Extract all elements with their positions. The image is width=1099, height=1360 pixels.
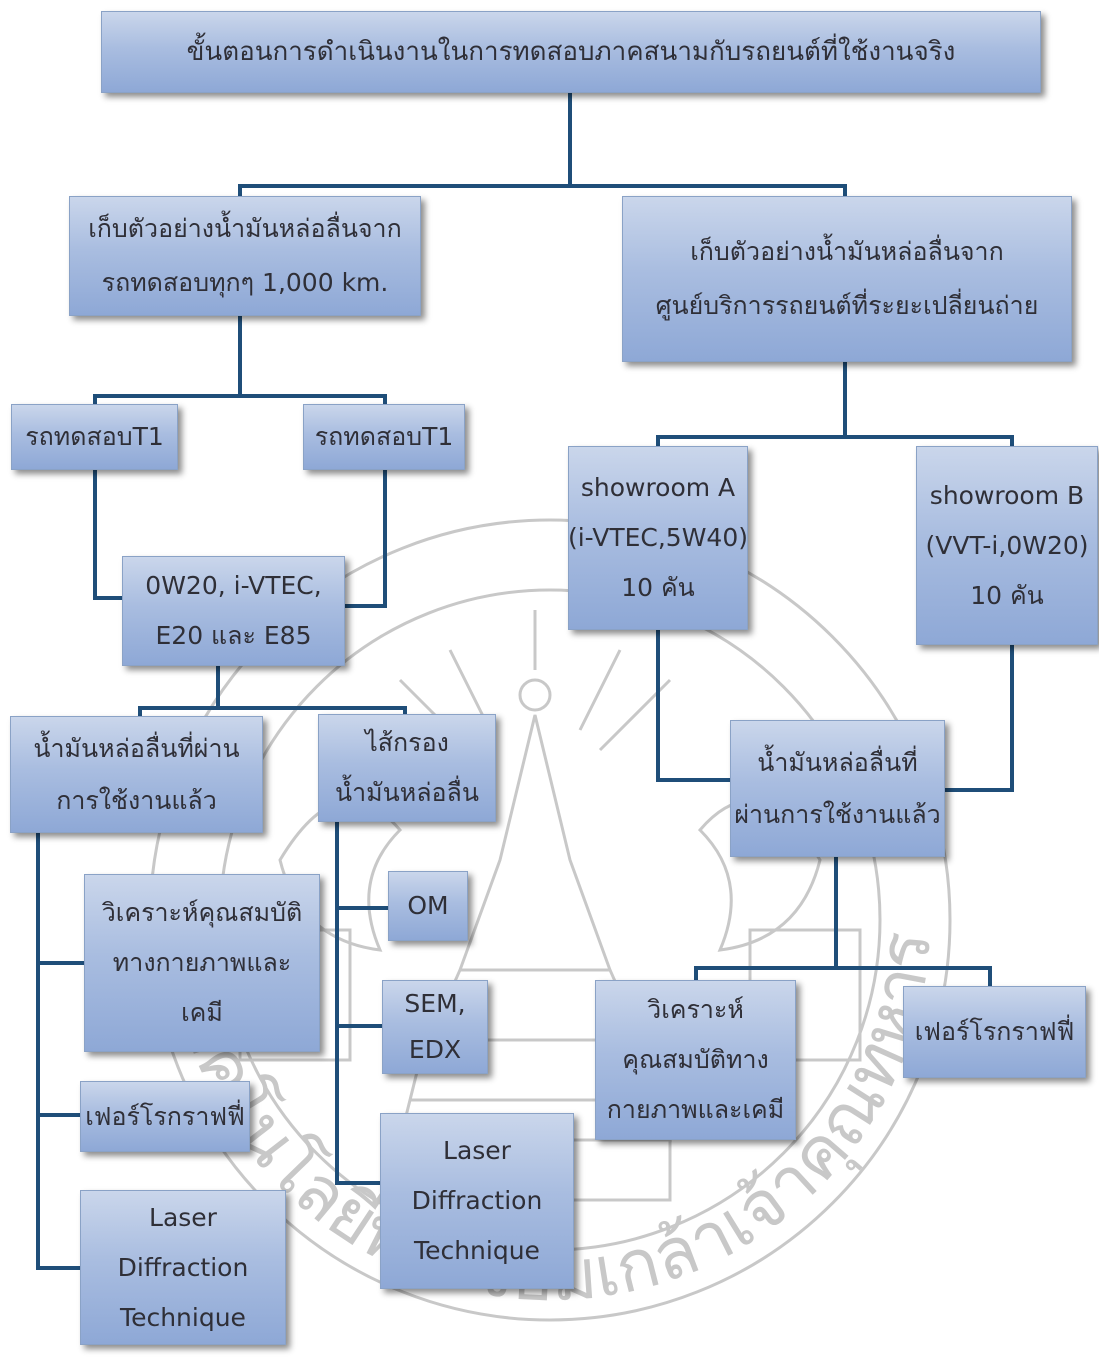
showroom-b-line-1: showroom B xyxy=(929,480,1085,510)
right-laser-line-3: Technique xyxy=(414,1236,540,1265)
process-title-box: ขั้นตอนการดำเนินงานในการทดสอบภาคสนามกับร… xyxy=(101,11,1041,93)
left-analysis-line-3: เคมี xyxy=(181,998,223,1027)
oil-spec-line-2: E20 และ E85 xyxy=(155,621,312,650)
right-branch-line-1: เก็บตัวอย่างน้ำมันหล่อลื่นจาก xyxy=(690,237,1004,266)
right-laser-box: Laser Diffraction Technique xyxy=(380,1113,574,1289)
showroom-b-line-2: (VVT-i,0W20) xyxy=(925,530,1089,560)
left-laser-line-1: Laser xyxy=(149,1202,217,1232)
test-car-right-box: รถทดสอบT1 xyxy=(303,404,465,470)
left-branch-box: เก็บตัวอย่างน้ำมันหล่อลื่นจาก รถทดสอบทุก… xyxy=(69,196,421,316)
right-analysis-line-1: วิเคราะห์ xyxy=(647,995,744,1024)
left-laser-line-2: Diffraction xyxy=(117,1252,249,1282)
left-used-oil-line-2: การใช้งานแล้ว xyxy=(56,785,217,815)
test-car-right-label: รถทดสอบT1 xyxy=(314,422,454,451)
left-ferrography-box: เฟอร์โรกราฟฟี่ xyxy=(80,1081,250,1152)
left-analysis-line-2: ทางกายภาพและ xyxy=(112,948,292,977)
left-laser-line-3: Technique xyxy=(120,1302,246,1332)
showroom-a-line-2: (i-VTEC,5W40) xyxy=(567,523,749,552)
left-analysis-box: วิเคราะห์คุณสมบัติ ทางกายภาพและ เคมี xyxy=(84,874,320,1052)
right-ferrography-label: เฟอร์โรกราฟฟี่ xyxy=(914,1017,1075,1046)
right-used-oil-line-1: น้ำมันหล่อลื่นที่ xyxy=(757,747,918,777)
oil-filter-line-2: น้ำมันหล่อลื่น xyxy=(335,778,479,807)
showroom-b-box: showroom B (VVT-i,0W20) 10 คัน xyxy=(916,446,1098,645)
right-analysis-line-3: กายภาพและเคมี xyxy=(606,1095,785,1124)
right-used-oil-box: น้ำมันหล่อลื่นที่ ผ่านการใช้งานแล้ว xyxy=(730,720,945,857)
right-laser-line-2: Diffraction xyxy=(411,1186,543,1215)
sem-edx-box: SEM, EDX xyxy=(382,980,488,1074)
oil-filter-box: ไส้กรอง น้ำมันหล่อลื่น xyxy=(318,714,496,822)
left-branch-line-2: รถทดสอบทุกๆ 1,000 km. xyxy=(101,268,389,297)
showroom-a-line-3: 10 คัน xyxy=(621,573,695,602)
left-ferrography-label: เฟอร์โรกราฟฟี่ xyxy=(85,1101,245,1131)
right-laser-line-1: Laser xyxy=(443,1136,511,1165)
left-branch-line-1: เก็บตัวอย่างน้ำมันหล่อลื่นจาก xyxy=(88,214,402,243)
sem-edx-line-2: EDX xyxy=(408,1035,462,1064)
right-used-oil-line-2: ผ่านการใช้งานแล้ว xyxy=(734,799,941,829)
right-analysis-box: วิเคราะห์ คุณสมบัติทาง กายภาพและเคมี xyxy=(595,980,796,1140)
left-used-oil-line-1: น้ำมันหล่อลื่นที่ผ่าน xyxy=(33,733,240,763)
oil-spec-box: 0W20, i-VTEC, E20 และ E85 xyxy=(122,556,345,666)
left-laser-box: Laser Diffraction Technique xyxy=(80,1190,286,1345)
showroom-a-line-1: showroom A xyxy=(580,473,736,502)
sem-edx-line-1: SEM, xyxy=(404,989,466,1018)
left-analysis-line-1: วิเคราะห์คุณสมบัติ xyxy=(101,898,303,927)
right-branch-box: เก็บตัวอย่างน้ำมันหล่อลื่นจาก ศูนย์บริกา… xyxy=(622,196,1072,362)
right-ferrography-box: เฟอร์โรกราฟฟี่ xyxy=(903,986,1086,1078)
left-used-oil-box: น้ำมันหล่อลื่นที่ผ่าน การใช้งานแล้ว xyxy=(10,716,263,833)
right-analysis-line-2: คุณสมบัติทาง xyxy=(622,1045,769,1074)
showroom-a-box: showroom A (i-VTEC,5W40) 10 คัน xyxy=(568,446,748,630)
test-car-left-label: รถทดสอบT1 xyxy=(25,422,164,451)
oil-spec-line-1: 0W20, i-VTEC, xyxy=(145,571,322,600)
showroom-b-line-3: 10 คัน xyxy=(970,580,1044,610)
test-car-left-box: รถทดสอบT1 xyxy=(11,404,178,470)
om-box: OM xyxy=(388,871,468,941)
om-label: OM xyxy=(407,891,449,920)
right-branch-line-2: ศูนย์บริการรถยนต์ที่ระยะเปลี่ยนถ่าย xyxy=(655,291,1039,320)
oil-filter-line-1: ไส้กรอง xyxy=(365,728,449,757)
process-title: ขั้นตอนการดำเนินงานในการทดสอบภาคสนามกับร… xyxy=(186,37,956,67)
